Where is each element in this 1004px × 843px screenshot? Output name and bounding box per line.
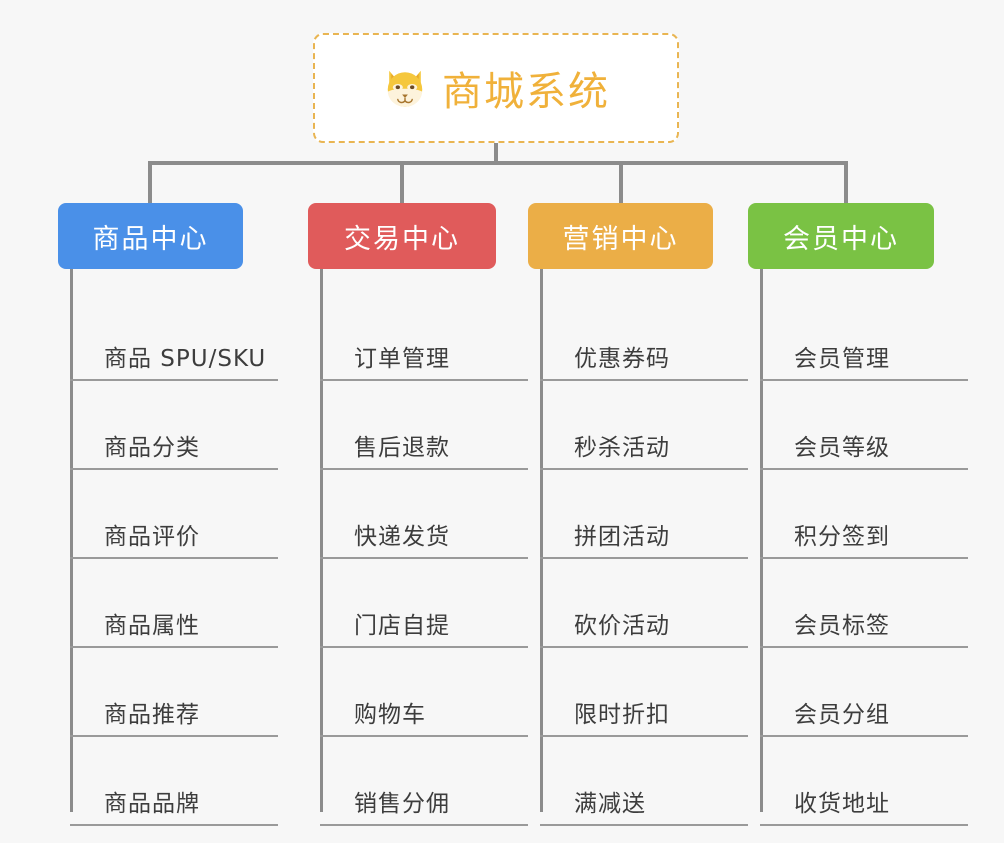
leaf-item[interactable]: 砍价活动: [540, 559, 748, 648]
leaf-item[interactable]: 会员管理: [760, 292, 968, 381]
leaf-label: 会员分组: [760, 695, 968, 737]
shiba-dog-face-icon: [382, 65, 428, 111]
leaf-label: 优惠券码: [540, 339, 748, 381]
leaf-item[interactable]: 收货地址: [760, 737, 968, 826]
leaf-label: 购物车: [320, 695, 528, 737]
branch-column-transaction-center: 交易中心 订单管理 售后退款 快递发货 门店自提 购物车: [308, 203, 528, 826]
leaf-label: 销售分佣: [320, 784, 528, 826]
leaf-label: 商品品牌: [70, 784, 278, 826]
connector-drop-column-1: [400, 161, 404, 205]
leaf-item[interactable]: 满减送: [540, 737, 748, 826]
connector-root-stem: [494, 143, 498, 165]
leaf-label: 满减送: [540, 784, 748, 826]
branch-header-member-center[interactable]: 会员中心: [748, 203, 934, 269]
leaf-list-product-center: 商品 SPU/SKU 商品分类 商品评价 商品属性 商品推荐 商品品牌: [58, 292, 278, 826]
leaf-item[interactable]: 优惠券码: [540, 292, 748, 381]
leaf-label: 会员管理: [760, 339, 968, 381]
leaf-label: 拼团活动: [540, 517, 748, 559]
leaf-item[interactable]: 积分签到: [760, 470, 968, 559]
leaf-item[interactable]: 销售分佣: [320, 737, 528, 826]
root-node-shopping-mall-system[interactable]: 商城系统: [313, 33, 679, 143]
leaf-item[interactable]: 商品 SPU/SKU: [70, 292, 278, 381]
leaf-item[interactable]: 会员标签: [760, 559, 968, 648]
leaf-label: 积分签到: [760, 517, 968, 559]
branch-column-product-center: 商品中心 商品 SPU/SKU 商品分类 商品评价 商品属性 商品推荐: [58, 203, 278, 826]
leaf-item[interactable]: 订单管理: [320, 292, 528, 381]
leaf-label: 限时折扣: [540, 695, 748, 737]
leaf-label: 商品推荐: [70, 695, 278, 737]
leaf-item[interactable]: 拼团活动: [540, 470, 748, 559]
branch-column-marketing-center: 营销中心 优惠券码 秒杀活动 拼团活动 砍价活动 限时折扣: [528, 203, 748, 826]
leaf-label: 商品分类: [70, 428, 278, 470]
branch-header-product-center[interactable]: 商品中心: [58, 203, 243, 269]
branch-trunk-marketing-center: [540, 269, 543, 812]
leaf-item[interactable]: 商品属性: [70, 559, 278, 648]
connector-drop-column-0: [148, 161, 152, 205]
leaf-label: 会员标签: [760, 606, 968, 648]
connector-drop-column-3: [844, 161, 848, 205]
branch-header-transaction-center[interactable]: 交易中心: [308, 203, 496, 269]
leaf-label: 砍价活动: [540, 606, 748, 648]
leaf-list-marketing-center: 优惠券码 秒杀活动 拼团活动 砍价活动 限时折扣 满减送: [528, 292, 748, 826]
leaf-item[interactable]: 秒杀活动: [540, 381, 748, 470]
leaf-list-transaction-center: 订单管理 售后退款 快递发货 门店自提 购物车 销售分佣: [308, 292, 528, 826]
branch-column-member-center: 会员中心 会员管理 会员等级 积分签到 会员标签 会员分组: [748, 203, 968, 826]
connector-drop-column-2: [619, 161, 623, 205]
root-title: 商城系统: [442, 69, 610, 115]
leaf-item[interactable]: 商品品牌: [70, 737, 278, 826]
branch-trunk-member-center: [760, 269, 763, 812]
leaf-label: 商品 SPU/SKU: [70, 339, 278, 381]
leaf-item[interactable]: 门店自提: [320, 559, 528, 648]
leaf-list-member-center: 会员管理 会员等级 积分签到 会员标签 会员分组 收货地址: [748, 292, 968, 826]
leaf-label: 会员等级: [760, 428, 968, 470]
leaf-label: 商品属性: [70, 606, 278, 648]
leaf-label: 快递发货: [320, 517, 528, 559]
leaf-label: 秒杀活动: [540, 428, 748, 470]
leaf-label: 门店自提: [320, 606, 528, 648]
leaf-item[interactable]: 快递发货: [320, 470, 528, 559]
leaf-item[interactable]: 限时折扣: [540, 648, 748, 737]
leaf-label: 收货地址: [760, 784, 968, 826]
leaf-item[interactable]: 会员等级: [760, 381, 968, 470]
branch-trunk-transaction-center: [320, 269, 323, 812]
branch-header-marketing-center[interactable]: 营销中心: [528, 203, 713, 269]
leaf-label: 售后退款: [320, 428, 528, 470]
branch-columns: 商品中心 商品 SPU/SKU 商品分类 商品评价 商品属性 商品推荐: [0, 203, 1004, 843]
leaf-item[interactable]: 商品评价: [70, 470, 278, 559]
leaf-label: 商品评价: [70, 517, 278, 559]
branch-trunk-product-center: [70, 269, 73, 812]
leaf-item[interactable]: 售后退款: [320, 381, 528, 470]
leaf-item[interactable]: 商品分类: [70, 381, 278, 470]
leaf-item[interactable]: 会员分组: [760, 648, 968, 737]
leaf-item[interactable]: 购物车: [320, 648, 528, 737]
leaf-label: 订单管理: [320, 339, 528, 381]
leaf-item[interactable]: 商品推荐: [70, 648, 278, 737]
connector-horizontal-bus: [148, 161, 848, 165]
